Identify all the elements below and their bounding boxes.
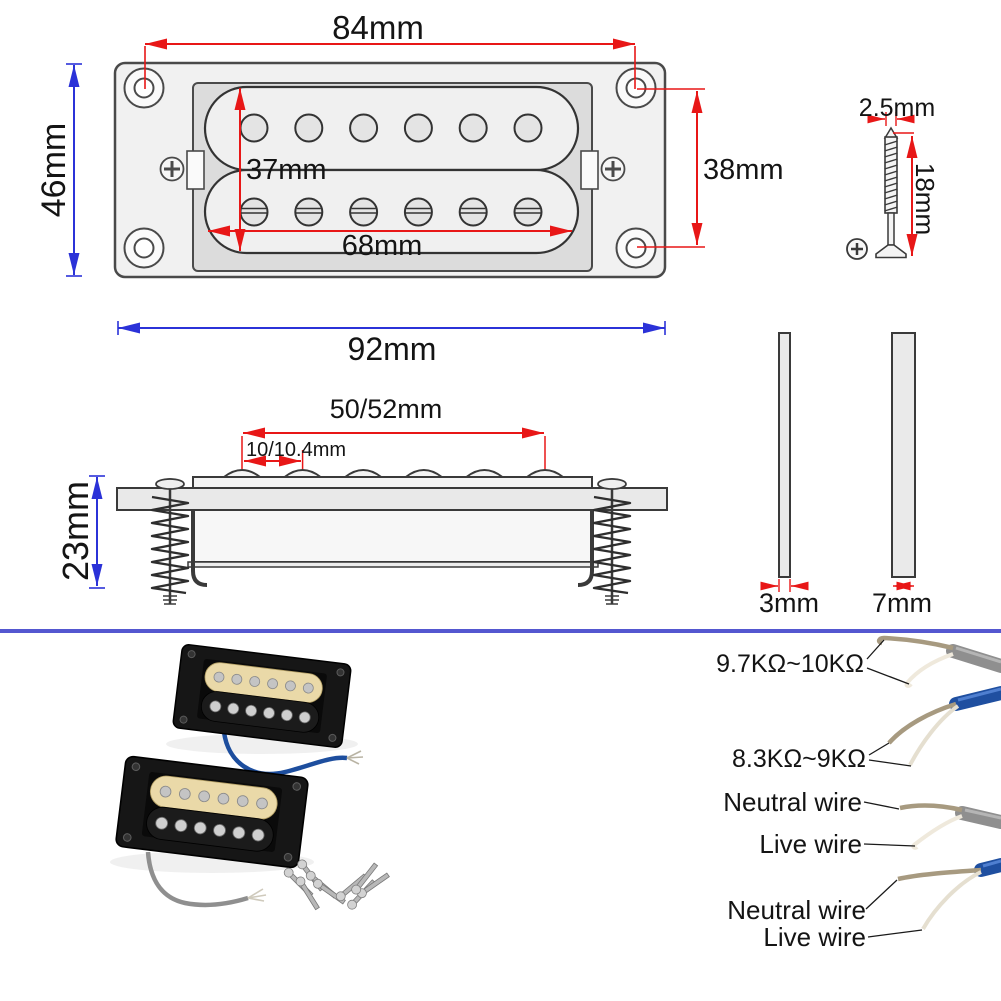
wire-photo-bridge-gray [876, 635, 1001, 688]
photo-pickup-lower [115, 755, 309, 869]
ring-thickness-plates [760, 332, 916, 592]
dim-label-3mm: 3mm [759, 588, 819, 618]
dim-label-23mm: 23mm [55, 480, 96, 582]
dim-label-18mm: 18mm [910, 162, 940, 236]
photo-blue-lead-tip [346, 750, 364, 765]
dim-label-10-10.4mm: 10/10.4mm [245, 439, 347, 461]
height-screw-left [150, 478, 190, 605]
phillips-screw-icon [159, 156, 626, 182]
ring-side-3mm [778, 332, 791, 578]
wire-photo-pair1-gray [899, 803, 1001, 850]
product-photo [110, 644, 390, 911]
dim-label-46mm: 46mm [35, 122, 73, 218]
resistance-label-bridge: 9.7KΩ~10KΩ [716, 650, 864, 678]
photo-blue-lead [221, 731, 348, 777]
dim-label-7mm: 7mm [872, 588, 932, 618]
callout-lines [863, 639, 923, 938]
mounting-screw-diagram [846, 112, 918, 260]
resistance-label-neck: 8.3KΩ~9KΩ [732, 745, 866, 773]
height-screw-right [592, 478, 632, 605]
dim-label-2.5mm: 2.5mm [858, 94, 936, 122]
ring-tab-left [186, 150, 205, 190]
wire1-live-label: Live wire [759, 829, 862, 859]
section-divider [0, 629, 1001, 633]
mounting-hole-icon [123, 67, 657, 269]
pole-tops [221, 469, 566, 478]
wire-photos [863, 635, 1001, 938]
mounting-ring-bar [116, 487, 668, 511]
photo-screws-pile [283, 859, 390, 911]
photo-pickup-upper [172, 644, 352, 748]
dim-label-38mm: 38mm [703, 154, 784, 186]
top-view-dimensions [66, 38, 705, 277]
ring-tab-right [580, 150, 599, 190]
dim-label-84mm: 84mm [332, 9, 424, 46]
wire-photo-neck-blue [887, 686, 1001, 766]
dim-label-68mm: 68mm [341, 230, 423, 262]
slug-poles [239, 113, 543, 143]
wire-photo-pair2-blue [897, 858, 1001, 930]
screw-dimensions [867, 112, 918, 256]
screw-poles [239, 197, 543, 227]
baseplate-leg-right [577, 510, 594, 587]
side-view-dimensions [89, 321, 666, 589]
dim-label-37mm: 37mm [246, 154, 327, 186]
baseplate-leg-left [191, 510, 208, 587]
screw-threads [884, 140, 898, 212]
pickup-side-view [116, 469, 668, 605]
ring-side-7mm [891, 332, 916, 578]
wire2-neutral-label: Neutral wire [727, 895, 866, 925]
phillips-head-icon [846, 238, 868, 260]
wire2-live-label: Live wire [763, 922, 866, 952]
wire1-neutral-label: Neutral wire [723, 787, 862, 817]
photo-gray-lead-tip [247, 888, 267, 902]
photo-gray-lead [145, 851, 249, 908]
dim-label-50-52mm: 50/52mm [329, 394, 443, 424]
dim-label-92mm: 92mm [347, 331, 437, 367]
